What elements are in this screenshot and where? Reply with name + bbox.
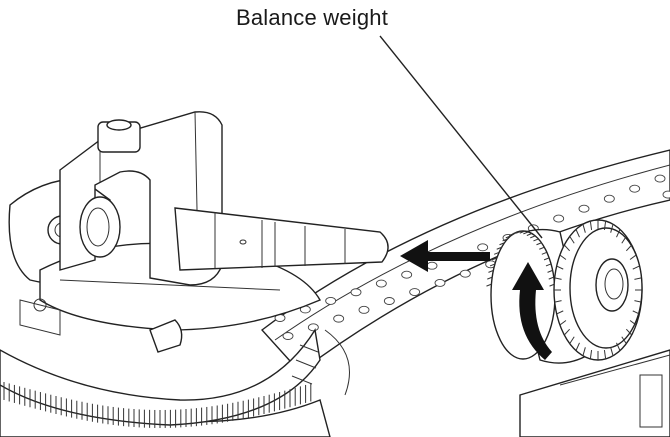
- platter-dimple: [553, 214, 565, 223]
- knurl-tick: [621, 336, 627, 344]
- platter-dimple: [358, 305, 370, 314]
- knurl-tick: [519, 230, 525, 234]
- knurl-tick: [582, 347, 586, 356]
- knurl-tick: [634, 300, 642, 303]
- knurl-tick: [556, 265, 564, 270]
- knurl-tick: [569, 236, 575, 244]
- knurl-tick: [554, 300, 562, 303]
- knurl-tick: [563, 244, 571, 252]
- turntable-base: [519, 349, 670, 437]
- knurl-tick: [616, 229, 621, 238]
- weight-knurl-right: [554, 220, 642, 360]
- knurl-tick: [589, 220, 593, 230]
- knurl-tick: [545, 263, 552, 267]
- knurl-tick: [603, 350, 607, 360]
- knurl-tick: [533, 238, 539, 242]
- knurl-tick: [489, 263, 496, 267]
- platter-dimple: [350, 288, 362, 297]
- knurl-tick: [569, 336, 575, 344]
- knurl-tick: [487, 276, 493, 280]
- knurl-tick: [502, 238, 508, 242]
- knurl-tick: [523, 231, 529, 235]
- platter-dimple: [477, 243, 489, 252]
- knurl-tick: [496, 246, 502, 250]
- knurl-tick: [632, 310, 640, 315]
- knurl-tick: [547, 269, 553, 273]
- knurl-tick: [541, 251, 548, 255]
- platter-dimple: [333, 314, 345, 323]
- knurl-tick: [548, 276, 554, 280]
- platter-dimple: [325, 296, 337, 305]
- knurl-tick: [493, 251, 500, 255]
- platter-dimple: [426, 261, 438, 270]
- platter-dimple: [383, 297, 395, 305]
- knurl-tick: [554, 277, 562, 280]
- platter-dimple: [662, 190, 670, 199]
- platter-dimple: [434, 278, 446, 287]
- platter-dimple: [282, 332, 294, 340]
- knurl-tick: [543, 257, 550, 261]
- knurl-tick: [589, 350, 593, 360]
- knurl-tick: [505, 235, 511, 239]
- platter-dimple: [654, 174, 666, 183]
- knurl-tick: [616, 342, 621, 351]
- knurl-tick: [499, 242, 505, 246]
- headshell-base-ring: [0, 328, 350, 437]
- knurl-tick: [629, 320, 637, 326]
- tonearm-tube: [174, 207, 389, 271]
- knurl-tick: [621, 236, 627, 244]
- platter-dimple: [401, 270, 413, 279]
- knurl-tick: [625, 328, 633, 336]
- knurl-tick: [575, 229, 580, 238]
- knurl-tick: [536, 242, 542, 246]
- platter-dimples: [274, 174, 670, 340]
- knurl-tick: [563, 328, 571, 336]
- balance-weight-label: Balance weight: [236, 5, 389, 30]
- knurl-tick: [488, 269, 494, 273]
- knurl-tick: [610, 347, 614, 356]
- knurl-tick: [491, 257, 498, 261]
- knurl-tick: [486, 283, 492, 287]
- curved-up-arrow-icon: [512, 262, 552, 360]
- platter-dimple: [629, 184, 641, 193]
- knurl-tick: [625, 244, 633, 252]
- weight-knurl-left: [486, 230, 555, 287]
- platter-dimple: [409, 288, 421, 296]
- knurl-tick: [516, 230, 522, 234]
- platter-dimple: [375, 279, 387, 288]
- left-arrow-icon: [400, 240, 490, 272]
- knurl-tick: [629, 254, 637, 260]
- knurl-tick: [559, 254, 567, 260]
- knurl-tick: [530, 235, 536, 239]
- knurl-tick: [556, 310, 564, 315]
- balance-weight: [486, 219, 643, 364]
- platter-dimple: [459, 269, 471, 278]
- knurl-tick: [603, 220, 607, 230]
- knurl-tick: [582, 224, 586, 233]
- knurl-tick: [610, 224, 614, 233]
- knurl-tick: [539, 246, 545, 250]
- platter-dimple: [307, 323, 319, 332]
- ring-knurling: [3, 382, 312, 428]
- knurl-tick: [559, 320, 567, 326]
- knurl-tick: [575, 342, 580, 351]
- platter-dimple: [603, 194, 615, 203]
- knurl-tick: [632, 265, 640, 270]
- knurl-tick: [526, 233, 533, 236]
- knurl-tick: [512, 231, 518, 235]
- callout-leader-line: [379, 35, 543, 239]
- knurl-tick: [634, 277, 642, 280]
- platter-dimple: [578, 204, 590, 213]
